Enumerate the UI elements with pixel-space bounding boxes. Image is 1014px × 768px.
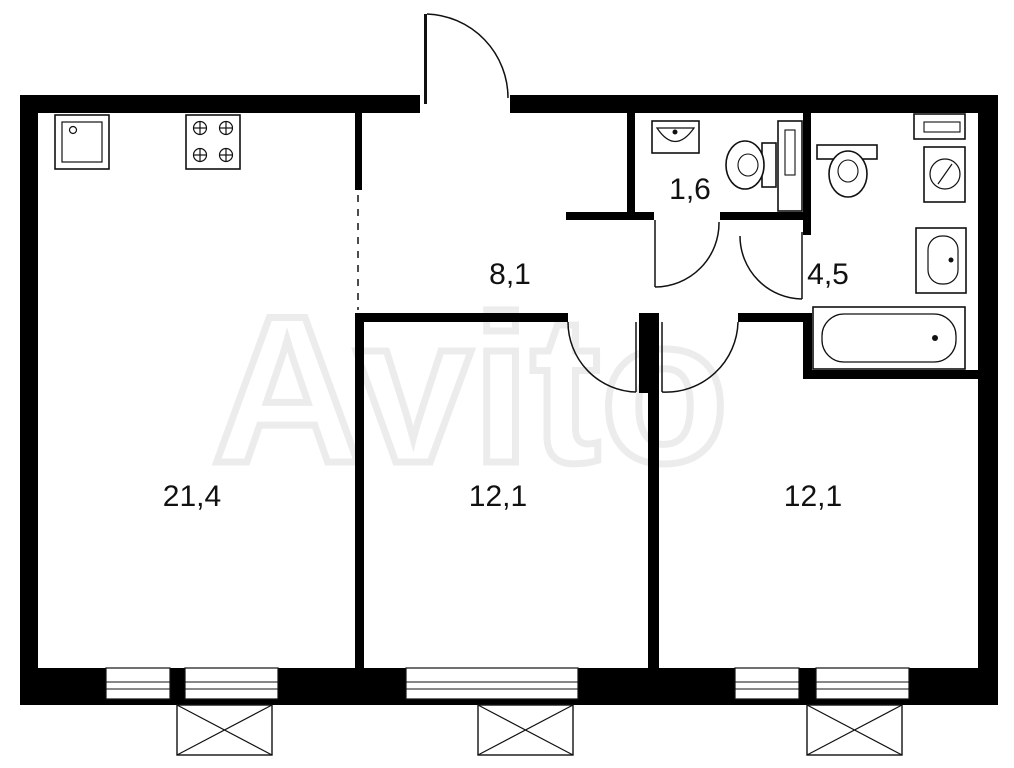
interior-walls xyxy=(355,113,983,673)
bathroom-toilet-icon xyxy=(816,144,878,198)
room-area-toilet: 1,6 xyxy=(669,173,711,206)
window-bedroom-2-a xyxy=(734,667,800,700)
toilet-room-washbasin-icon xyxy=(651,120,700,154)
window-bedroom-1 xyxy=(405,667,579,700)
room-area-kitchen-living: 21,4 xyxy=(163,480,221,513)
window-box-bedroom-1 xyxy=(477,704,574,756)
windows xyxy=(105,667,910,700)
toilet-room-toilet-icon xyxy=(725,140,777,190)
washing-machine-icon xyxy=(923,146,966,203)
window-box-kitchen xyxy=(176,704,273,756)
window-kitchen-2 xyxy=(184,667,279,700)
window-box-bedroom-2 xyxy=(806,704,903,756)
window-boxes xyxy=(176,704,903,756)
bedroom-2-door xyxy=(661,321,739,393)
bathroom-shelf-icon xyxy=(913,113,966,140)
room-area-bedroom-2: 12,1 xyxy=(784,480,842,513)
stove-icon xyxy=(185,114,241,170)
window-bedroom-2-b xyxy=(815,667,910,700)
installation-box-icon xyxy=(777,120,803,212)
window-kitchen-1 xyxy=(105,667,171,700)
bathroom-washbasin-icon xyxy=(915,227,967,294)
toilet-door xyxy=(654,220,720,288)
bathroom-door xyxy=(739,232,803,300)
bathtub-icon xyxy=(812,306,966,370)
bedroom-1-door xyxy=(567,321,637,393)
kitchen-sink-icon xyxy=(54,114,110,170)
entrance-door xyxy=(424,13,509,104)
room-area-bedroom-1: 12,1 xyxy=(469,480,527,513)
room-area-hallway: 8,1 xyxy=(489,258,531,291)
room-area-bathroom: 4,5 xyxy=(807,258,849,291)
